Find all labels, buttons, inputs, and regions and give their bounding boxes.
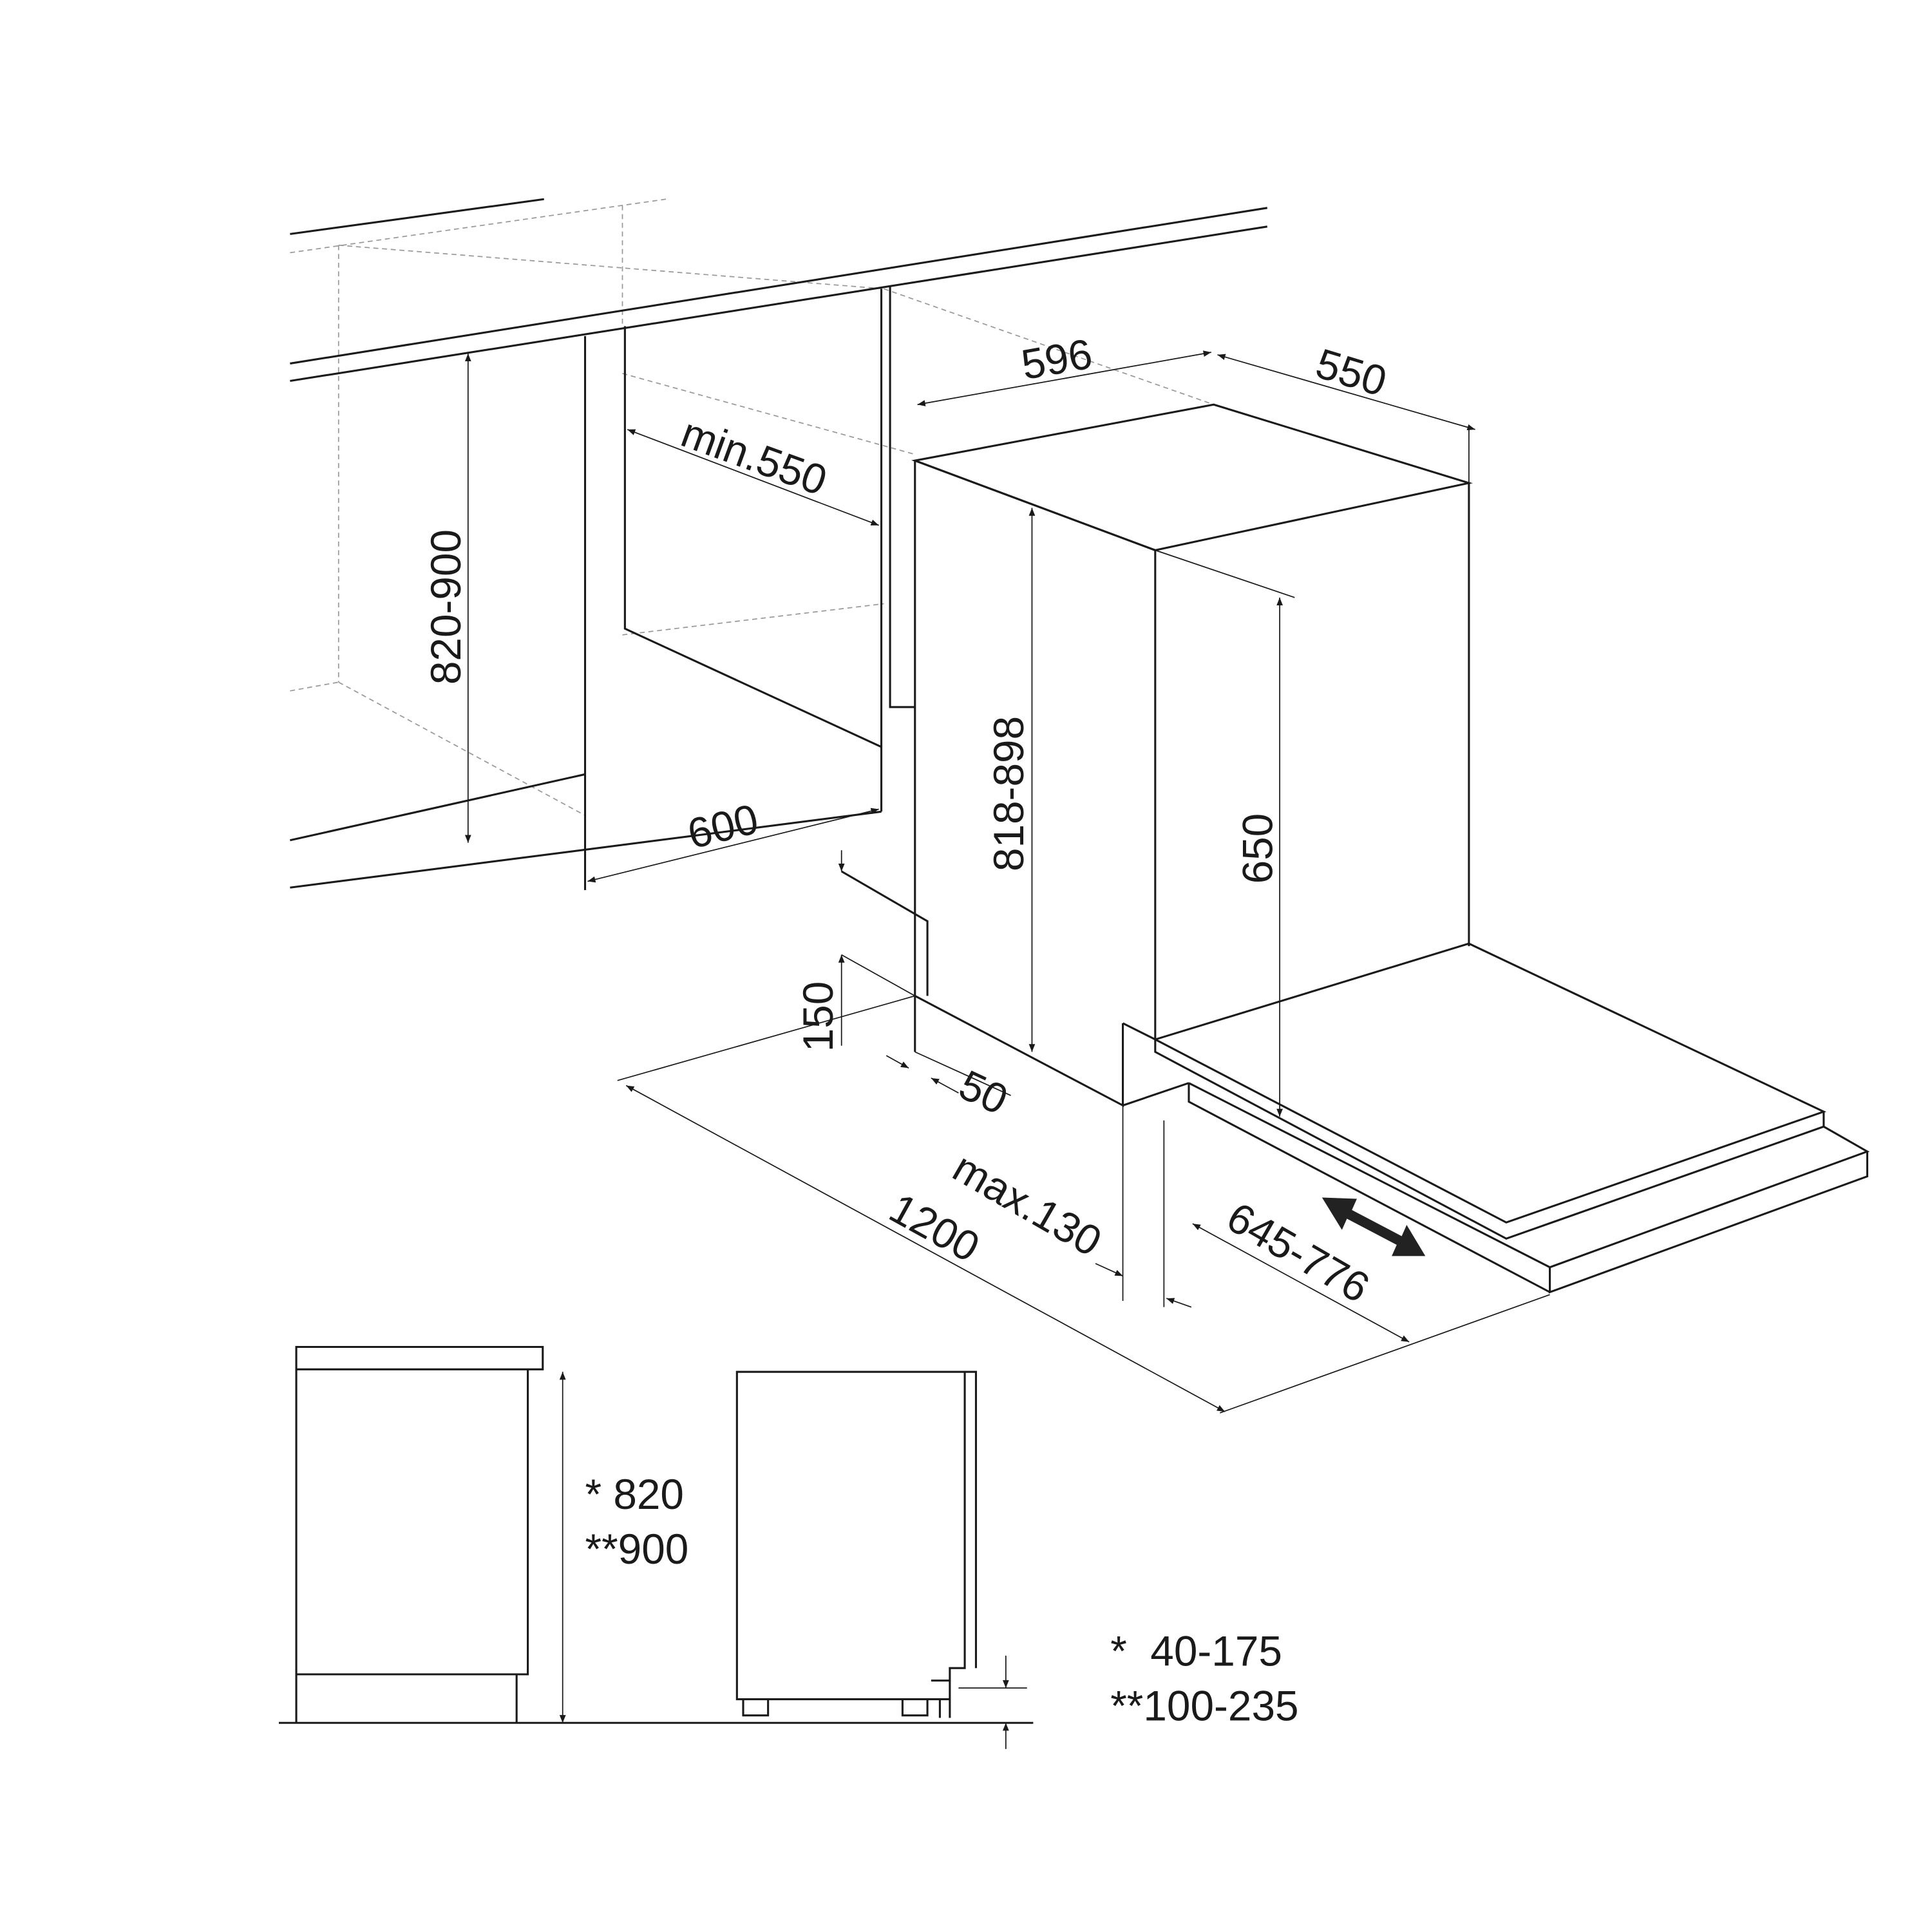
- worktop: [290, 198, 1268, 891]
- dimension-lines: [464, 350, 1550, 1414]
- label-596: 596: [1018, 330, 1096, 388]
- label-550: 550: [1311, 339, 1392, 405]
- dishwasher-body: [840, 403, 1473, 1108]
- hidden-lines: [290, 198, 1214, 816]
- height-note-820: * 820: [585, 1471, 684, 1518]
- label-820-900: 820-900: [422, 529, 469, 685]
- label-818-898: 818-898: [985, 716, 1032, 871]
- label-150: 150: [795, 981, 842, 1052]
- double-arrow-icon: [1321, 1197, 1426, 1256]
- label-600: 600: [683, 795, 762, 858]
- label-50: 50: [952, 1061, 1015, 1124]
- plinth-note-2: **100-235: [1110, 1682, 1298, 1729]
- open-door: [1152, 942, 1870, 1294]
- side-view-appliance: [735, 1370, 1027, 1749]
- height-note-900: **900: [585, 1526, 689, 1573]
- label-min-550: min.550: [676, 409, 833, 505]
- label-650: 650: [1235, 813, 1282, 884]
- side-view-cabinet: [278, 1345, 1034, 1724]
- plinth-note-1: * 40-175: [1110, 1627, 1282, 1674]
